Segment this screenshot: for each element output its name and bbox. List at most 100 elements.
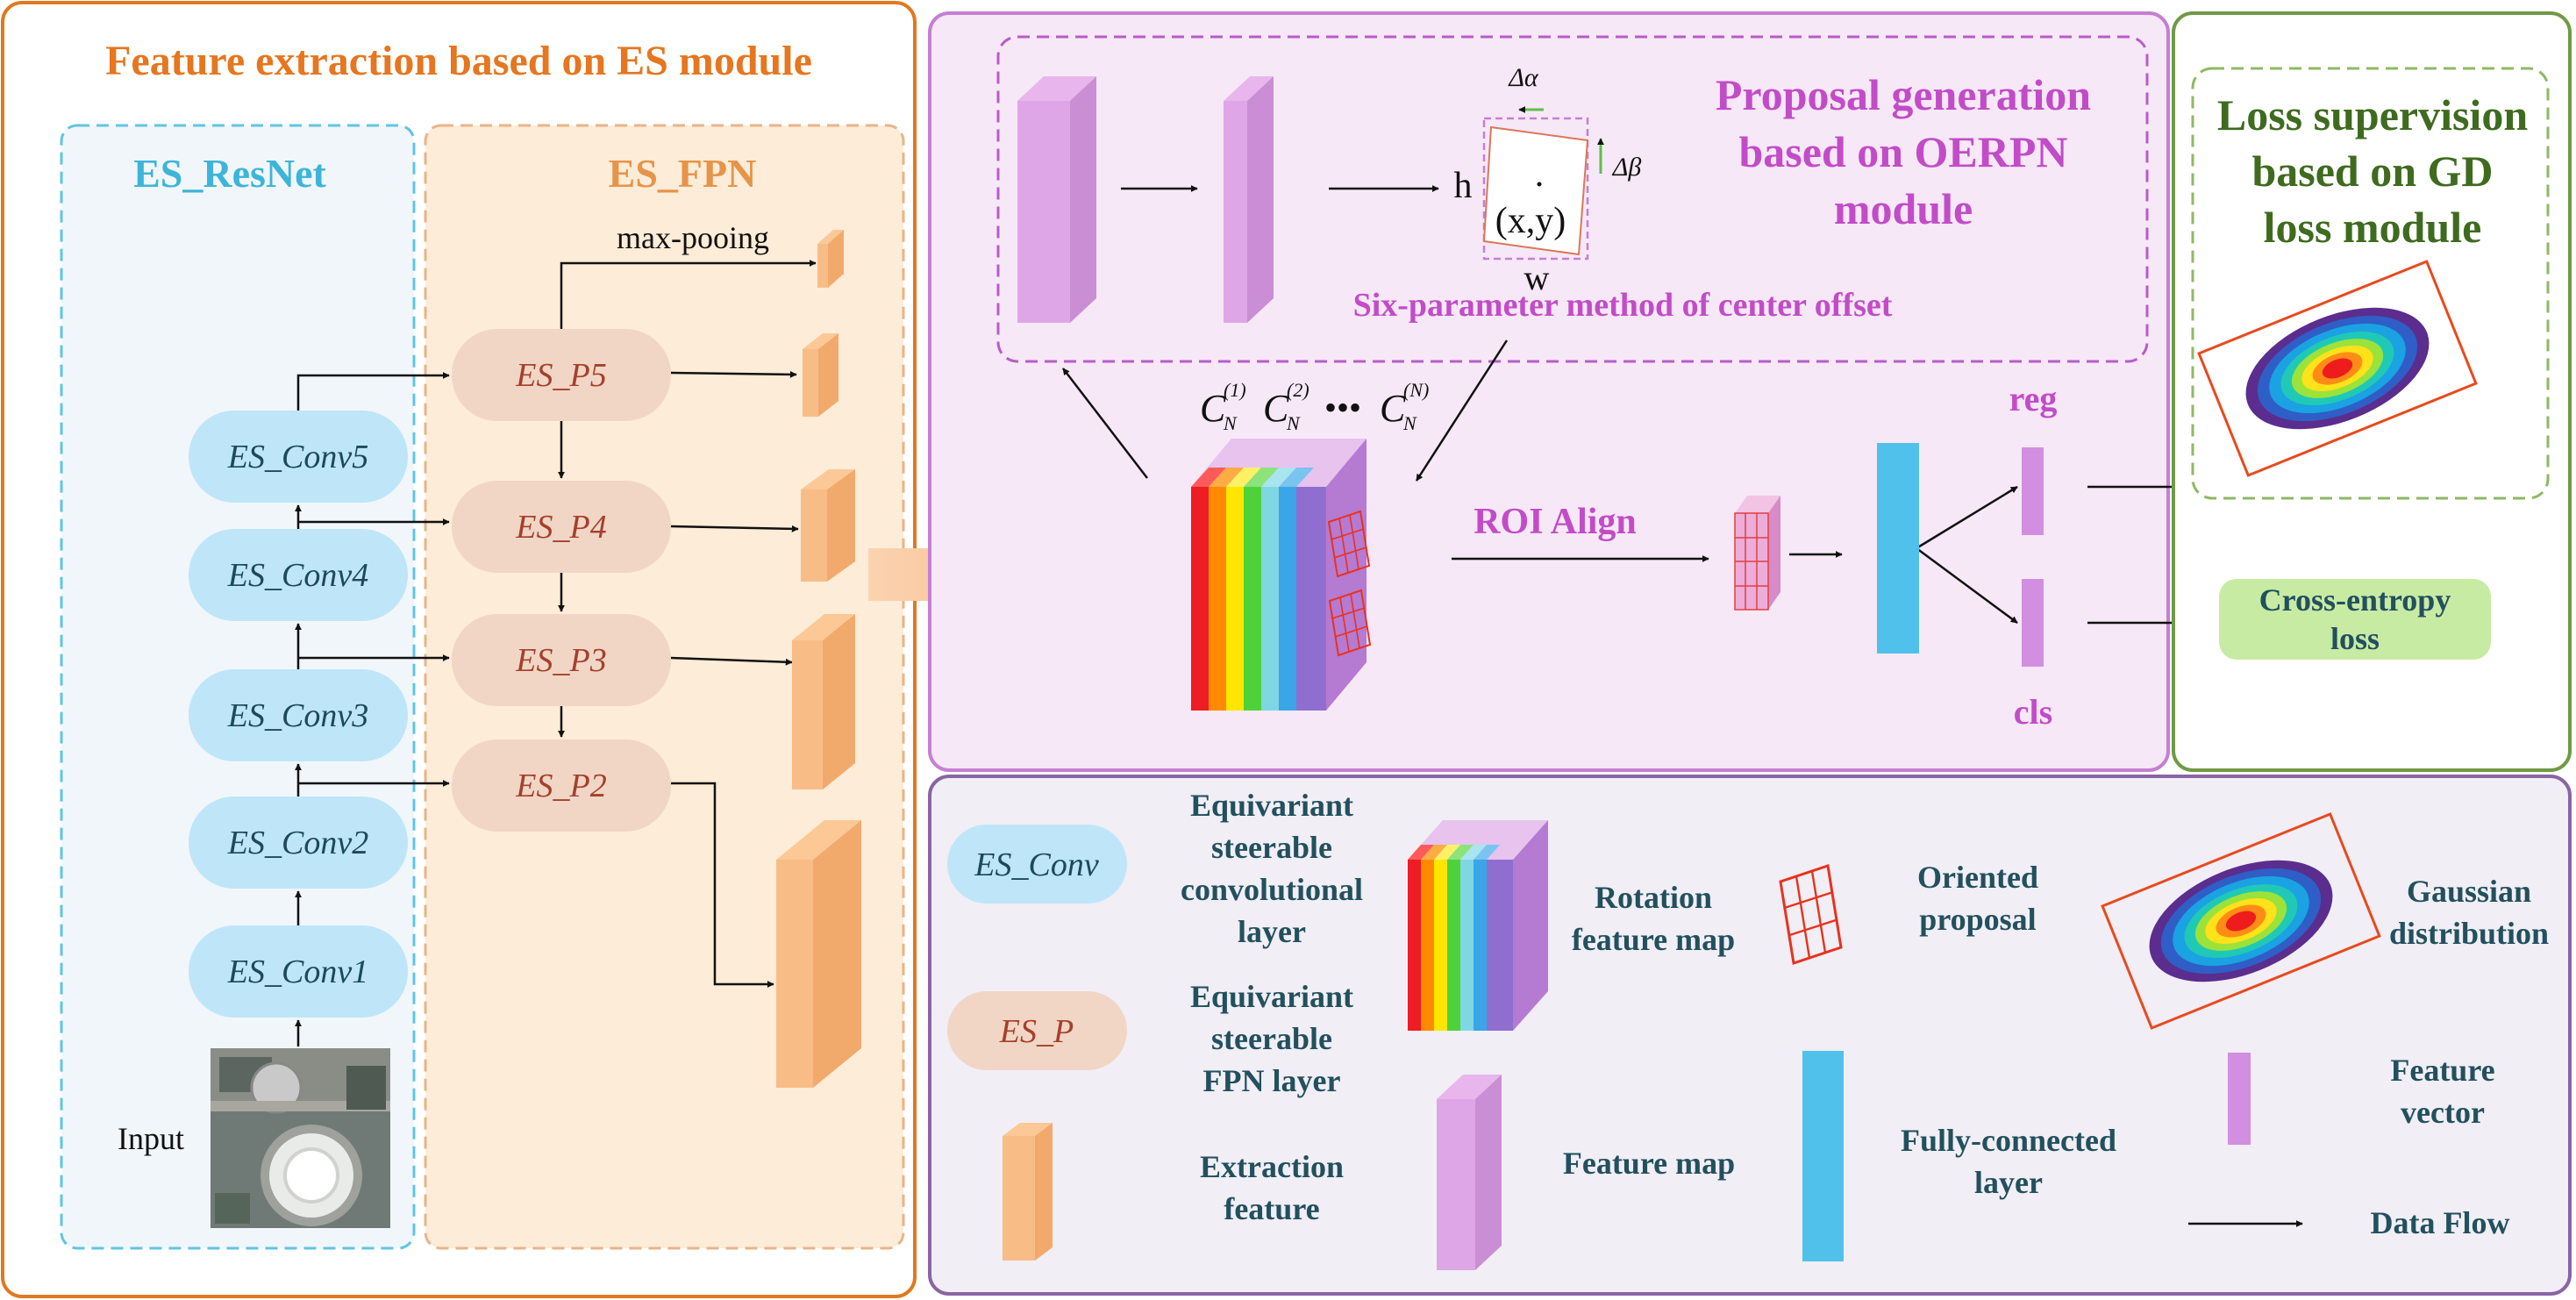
channel-c1-sub: N <box>1223 412 1238 434</box>
extraction-feature-p4 <box>801 469 855 582</box>
center-label: (x,y) <box>1495 201 1566 241</box>
legend-extraction-feature-icon <box>1003 1123 1053 1261</box>
gaussian-supervision <box>2197 260 2478 477</box>
es-fpn-title: ES_FPN <box>609 151 757 196</box>
legend-es-p-badge-label: ES_P <box>999 1013 1074 1050</box>
legend-oriented-proposal-desc-2: proposal <box>1919 902 2036 937</box>
channel-cn: C <box>1380 387 1406 430</box>
legend-extraction-feature-desc-2: feature <box>1224 1191 1319 1226</box>
es-p5-label: ES_P5 <box>515 357 606 394</box>
legend-rotation-map-desc-1: Rotation <box>1595 880 1712 915</box>
input-aerial-image <box>211 1048 390 1228</box>
legend-fully-connected-desc: Fully-connected layer <box>1901 1123 2116 1200</box>
legend-extraction-feature-desc-1: Extraction <box>1200 1149 1344 1184</box>
cls-label: cls <box>2014 692 2052 732</box>
loss-title-line3: loss module <box>2264 203 2482 252</box>
es-conv2-block <box>189 796 408 889</box>
reg-label: reg <box>2009 379 2058 418</box>
gd-loss-region <box>2191 67 2550 500</box>
oerpn-module-region <box>996 35 2149 363</box>
legend-feature-vector-icon <box>2228 1053 2251 1145</box>
legend-gaussian-desc-1: Gaussian <box>2407 874 2531 909</box>
legend-fully-connected-desc-1: Fully-connected <box>1901 1123 2116 1158</box>
legend-panel <box>928 775 2572 1296</box>
cls-feature-vector <box>2022 579 2044 667</box>
es-conv2-label: ES_Conv2 <box>227 825 368 861</box>
proposal-title-line1: Proposal generation <box>1716 70 2091 119</box>
es-p5-block <box>452 329 671 421</box>
legend-data-flow-desc: Data Flow <box>2371 1205 2510 1240</box>
loss-title-line2: based on GD <box>2251 146 2493 196</box>
legend-gaussian-desc-2: distribution <box>2389 916 2549 951</box>
legend-feature-map-desc: Feature map <box>1563 1146 1735 1181</box>
legend-es-p-desc-1: Equivariant <box>1190 979 1353 1014</box>
loss-title: Loss supervision based on GD loss module <box>2217 90 2528 252</box>
es-p-stack: ES_P5 ES_P4 ES_P3 ES_P2 <box>452 329 671 832</box>
legend-es-p-desc: Equivariant steerable FPN layer <box>1190 979 1353 1098</box>
h-label: h <box>1454 166 1473 206</box>
es-conv5-block <box>189 411 408 503</box>
es-conv4-block <box>189 529 408 621</box>
es-conv1-label: ES_Conv1 <box>227 954 368 990</box>
legend-es-p-desc-3: FPN layer <box>1203 1063 1341 1098</box>
legend-fully-connected-desc-2: layer <box>1974 1165 2043 1200</box>
legend-feature-vector-desc-1: Feature <box>2390 1053 2494 1088</box>
delta-alpha-label: Δα <box>1508 63 1539 92</box>
roi-align-label: ROI Align <box>1474 502 1637 542</box>
es-resnet-title: ES_ResNet <box>133 151 326 196</box>
backbone-data-flow <box>295 260 817 1046</box>
legend-rotation-map-icon <box>1408 820 1548 1031</box>
cross-entropy-line2: loss <box>2330 621 2380 656</box>
legend-es-conv-desc: Equivariant steerable convolutional laye… <box>1181 788 1363 949</box>
es-p2-label: ES_P2 <box>515 768 606 804</box>
fully-connected-bar <box>1877 443 1919 654</box>
extraction-feature-p2 <box>776 820 861 1088</box>
w-label: w <box>1524 258 1550 297</box>
legend-extraction-feature-desc: Extraction feature <box>1200 1149 1344 1226</box>
es-p2-block <box>452 739 671 832</box>
es-p3-label: ES_P3 <box>515 642 606 679</box>
es-conv1-block <box>189 925 408 1018</box>
feature-extraction-title: Feature extraction based on ES module <box>105 38 812 84</box>
legend-fully-connected-icon <box>1802 1051 1844 1261</box>
input-label: Input <box>118 1121 184 1156</box>
proposal-title: Proposal generation based on OERPN modul… <box>1716 70 2091 233</box>
legend-feature-map-icon <box>1437 1075 1502 1270</box>
channel-c2: C <box>1263 387 1289 430</box>
es-conv-stack: ES_Conv5 ES_Conv4 ES_Conv3 ES_Conv2 ES_C… <box>189 411 408 1018</box>
oerpn-feature-map-1 <box>1017 76 1096 323</box>
es-conv3-block <box>189 669 408 761</box>
rotation-feature-map <box>1191 439 1371 711</box>
channel-c1: C <box>1200 387 1226 430</box>
es-conv5-label: ES_Conv5 <box>227 439 368 475</box>
oerpn-feature-map-2 <box>1224 76 1274 323</box>
proposal-title-line2: based on OERPN <box>1738 127 2067 176</box>
legend-es-conv-badge <box>947 825 1127 904</box>
extraction-feature-p6 <box>817 230 844 288</box>
channel-ellipsis: ••• <box>1324 388 1361 427</box>
max-pooling-label: max-pooing <box>617 220 769 255</box>
legend-feature-vector-desc-2: vector <box>2401 1095 2485 1130</box>
extraction-feature-p5 <box>803 333 838 417</box>
legend-es-p: ES_P <box>947 991 1127 1070</box>
extraction-features <box>776 230 861 1088</box>
legend-es-conv-desc-2: steerable <box>1211 830 1332 865</box>
six-parameter-box <box>1482 106 1604 261</box>
loss-title-line1: Loss supervision <box>2217 90 2528 139</box>
legend-es-p-badge <box>947 991 1127 1070</box>
es-p3-block <box>452 614 671 706</box>
channel-c2-sub: N <box>1286 412 1301 434</box>
legend-es-conv-desc-1: Equivariant <box>1190 788 1353 823</box>
delta-beta-label: Δβ <box>1612 153 1642 182</box>
extraction-feature-p3 <box>792 614 855 789</box>
es-conv4-label: ES_Conv4 <box>227 557 368 594</box>
roi-feature <box>1734 496 1780 611</box>
proposal-title-line2b: module <box>1834 184 1973 233</box>
legend-oriented-proposal-desc: Oriented proposal <box>1917 860 2038 937</box>
channel-c2-sup: (2) <box>1287 379 1309 401</box>
legend-gaussian-desc: Gaussian distribution <box>2389 874 2549 951</box>
legend-rotation-map-desc: Rotation feature map <box>1572 880 1735 957</box>
cross-entropy-box <box>2219 579 2491 660</box>
channel-cn-sub: N <box>1402 412 1417 434</box>
